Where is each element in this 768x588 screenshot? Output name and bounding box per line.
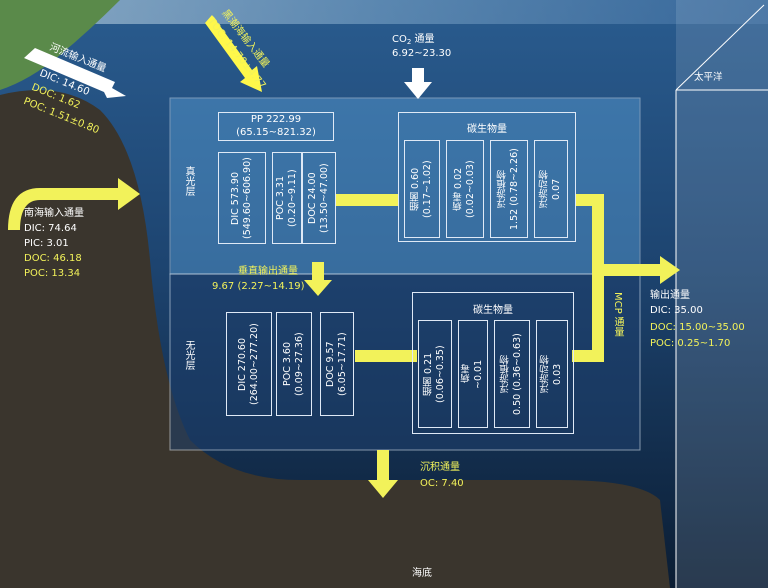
lower-poc-box: POC 3.60(0.09~27.36): [276, 312, 312, 416]
vertical-export-value: 9.67 (2.27~14.19): [212, 281, 305, 292]
co2-flux-title: CO2 通量: [392, 34, 435, 46]
upper-doc-range: (13.50~47.00): [319, 163, 330, 233]
upper-poc-value: POC 3.31: [275, 176, 286, 221]
lower-doc-box: DOC 9.57(6.05~17.71): [320, 312, 354, 416]
doc-to-biomass-lower-arrow: [355, 350, 417, 362]
sea-floor: [0, 90, 670, 588]
pp-value: PP 222.99: [250, 114, 302, 125]
export-arrow: [592, 256, 680, 284]
scs-input-title: 南海输入通量: [24, 208, 84, 219]
seafloor-label: 海底: [412, 568, 432, 579]
primary-production-box: PP 222.99 (65.15~821.32): [218, 112, 334, 141]
co2-flux-value: 6.92~23.30: [392, 48, 452, 59]
lower-doc-value: DOC 9.57: [325, 341, 336, 387]
lower-dic-value: DIC 270.60: [237, 337, 248, 391]
kuroshio-input-arrow: [205, 15, 262, 92]
export-dic: DIC: 35.00: [650, 305, 703, 316]
euphotic-layer-box: [169, 97, 641, 275]
mcp-flux-arrow: [592, 194, 604, 362]
lower-dic-box: DIC 270.60(264.00~277.20): [226, 312, 272, 416]
lower-biomass-box: 碳生物量: [412, 292, 574, 434]
upper-dic-range: (549.60~606.90): [242, 157, 253, 239]
scs-dic: DIC: 74.64: [24, 223, 77, 234]
upper-archaea-box: 病毒 0.02(0.02~0.03): [446, 140, 484, 238]
land-area: [0, 0, 120, 90]
scs-pic: PIC: 3.01: [24, 238, 69, 249]
export-doc: DOC: 15.00~35.00: [650, 322, 745, 333]
lower-bacteria-box: 细菌 0.21(0.06~0.35): [418, 320, 452, 428]
vertical-export-arrow: [304, 262, 332, 296]
sediment-arrow: [368, 450, 398, 498]
upper-doc-value: DOC 24.00: [307, 172, 318, 224]
lower-poc-value: POC 3.60: [282, 342, 293, 387]
upper-biomass-title: 碳生物量: [467, 124, 507, 135]
upper-dic-box: DIC 573.90(549.60~606.90): [218, 152, 266, 244]
euphotic-layer-label: 真光层: [183, 166, 194, 196]
sediment-title: 沉积通量: [420, 462, 460, 473]
upper-biomass-box: 碳生物量: [398, 112, 576, 242]
export-title: 输出通量: [650, 290, 690, 301]
vertical-export-title: 垂直输出通量: [238, 266, 298, 277]
sediment-oc: OC: 7.40: [420, 478, 464, 489]
lower-poc-range: (0.09~27.36): [294, 332, 305, 396]
scs-poc: POC: 13.34: [24, 268, 81, 279]
pp-range: (65.15~821.32): [236, 127, 316, 138]
scs-doc: DOC: 46.18: [24, 253, 82, 264]
doc-to-biomass-upper-arrow: [336, 194, 398, 206]
upper-bacteria-box: 细菌 0.60(0.17~1.02): [404, 140, 440, 238]
pacific-label: 太平洋: [694, 72, 723, 83]
south-china-sea-input-arrow: [8, 178, 140, 230]
river-input-arrow: [24, 48, 126, 98]
mcp-flux-label: MCP 通量: [612, 292, 623, 337]
lower-doc-range: (6.05~17.71): [337, 332, 348, 396]
aphotic-layer-label: 无光层: [183, 340, 194, 370]
upper-doc-box: DOC 24.00(13.50~47.00): [302, 152, 336, 244]
upper-dic-value: DIC 573.90: [230, 171, 241, 225]
upper-poc-range: (0.20~9.11): [287, 169, 298, 227]
co2-arrow: [404, 68, 432, 99]
lower-archaea-box: 病毒~0.01: [458, 320, 488, 428]
lower-biomass-title: 碳生物量: [473, 305, 513, 316]
lower-dic-range: (264.00~277.20): [249, 323, 260, 405]
upper-poc-box: POC 3.31(0.20~9.11): [272, 152, 302, 244]
export-poc: POC: 0.25~1.70: [650, 338, 731, 349]
